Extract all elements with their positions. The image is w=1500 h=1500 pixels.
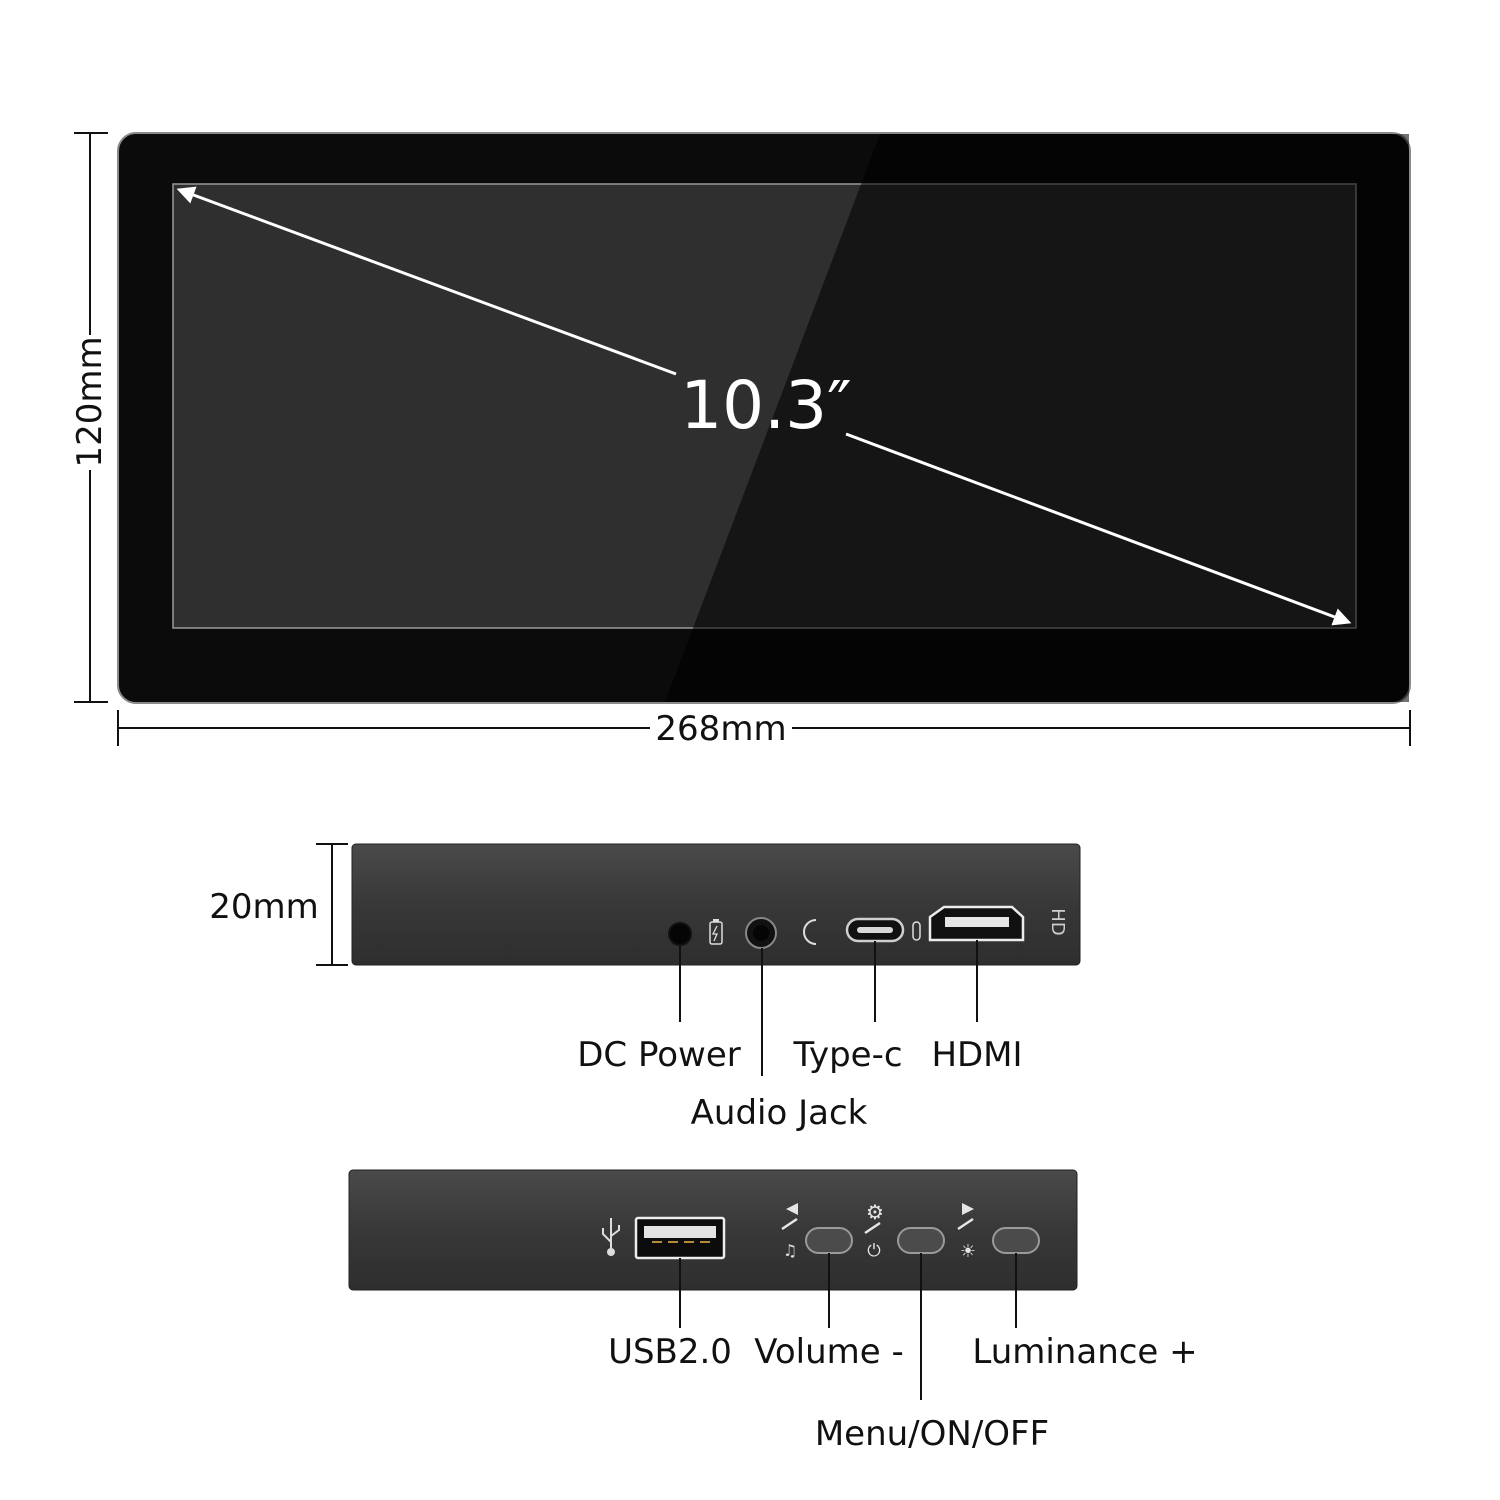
type-c-marking-icon [912,921,921,941]
menu-label: Menu/ON/OFF [815,1414,1049,1454]
menu-button[interactable] [897,1227,945,1254]
thickness-label: 20mm [209,887,319,927]
hdmi-marking: HD [1047,908,1068,935]
brightness-icon: ☀ [960,1241,976,1262]
audio-jack-label: Audio Jack [691,1093,868,1133]
volume-icon: ♫ [783,1241,797,1260]
front-view: 10.3″ 120mm 268mm [70,132,1411,749]
left-arrow-icon [786,1203,798,1215]
right-arrow-icon [962,1203,974,1215]
diagonal-arrow-lower [845,432,1352,626]
dc-power-port [668,922,692,946]
diagonal-arrow-upper [176,186,677,376]
side-view-top: 20mm HD DC Power Audio Jack Type-c HDMI [209,843,1081,1133]
luminance-plus-label: Luminance + [972,1332,1197,1372]
screen-reflection [665,134,1409,702]
type-c-label: Type-c [792,1035,902,1075]
volume-button-icons: ♫ [781,1203,798,1260]
height-dimension: 120mm [70,132,110,703]
chassis-top-side [351,843,1081,966]
height-label: 120mm [70,336,110,467]
power-icon: ⏻ [867,1241,881,1261]
width-dimension: 268mm [117,709,1411,749]
volume-minus-label: Volume - [754,1332,904,1372]
thickness-dimension: 20mm [209,843,348,966]
gear-icon: ⚙ [866,1200,884,1224]
diagonal-size-label: 10.3″ [680,367,852,444]
side-view-bottom: ♫ ⚙ ⏻ ☀ USB2.0 Volume - Menu/ON/OFF Lumi… [348,1169,1198,1454]
menu-button-icons: ⚙ ⏻ [864,1200,884,1261]
width-label: 268mm [655,709,786,749]
hdmi-label: HDMI [931,1035,1022,1075]
usb-label: USB2.0 [608,1332,732,1372]
usb-icon [602,1218,620,1256]
volume-minus-button[interactable] [805,1227,853,1254]
dc-power-label: DC Power [577,1035,741,1075]
luminance-plus-button[interactable] [992,1227,1040,1254]
battery-icon [709,919,723,945]
headphone-icon [803,919,817,945]
luminance-button-icons: ☀ [957,1203,976,1262]
